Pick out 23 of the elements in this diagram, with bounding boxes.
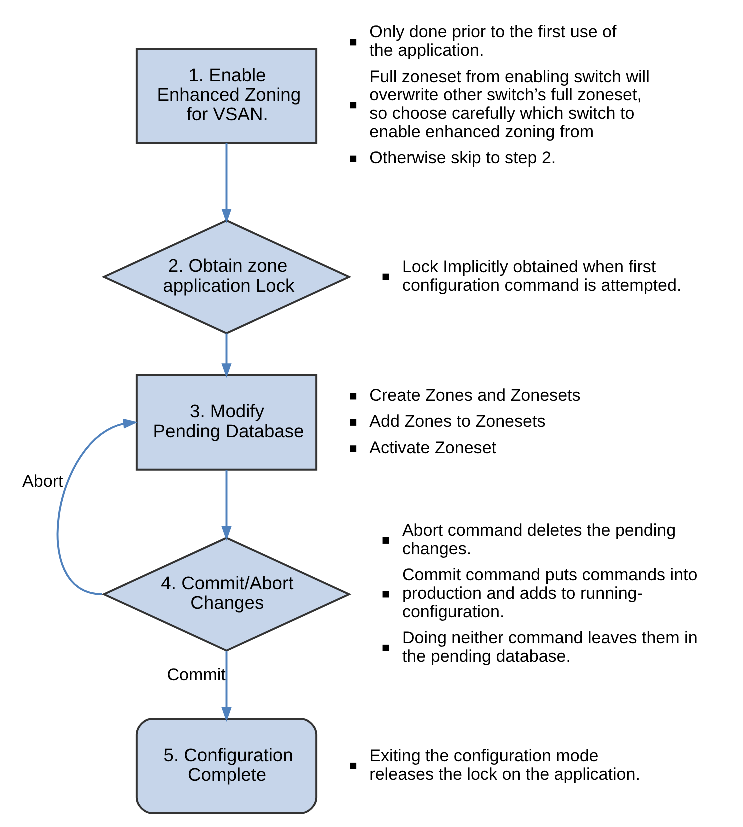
node-label: Lock Implicitly obtained when first configuration command is attempted.	[402, 257, 682, 295]
node-label: Create Zones and Zonesets	[370, 386, 581, 405]
node-label: Activate Zoneset	[370, 438, 497, 458]
node-label: Commit command puts commands into production and adds to running-configuration.	[402, 566, 698, 622]
edge-label: Abort	[22, 472, 64, 491]
node-box: 3. Modify Pending Database	[136, 374, 318, 471]
node-label: Only done prior to the first use of the application.	[370, 22, 617, 60]
node-label: Full zoneset from enabling switch will overwrite other switch’s full zoneset, so choose carefully which switch to enable enhanced zoning from	[370, 67, 650, 142]
node-label: Exiting the configuration mode releases the lock on the application.	[370, 746, 640, 784]
node-label: Doing neither command leaves them in the pending database.	[402, 628, 698, 666]
arrow	[222, 334, 232, 378]
node-label: Otherwise skip to step 2.	[370, 148, 556, 168]
arrow	[56, 418, 138, 596]
arrow	[222, 143, 232, 224]
edge-label: Commit	[167, 666, 226, 684]
node-box: 5. Configuration Complete	[136, 718, 318, 814]
node-diamond: 4. Commit/Abort Changes	[102, 536, 352, 652]
node-box: 1. Enable Enhanced Zoning for VSAN.	[136, 48, 318, 144]
node-diamond: 2. Obtain zone application Lock	[102, 220, 352, 335]
arrow	[222, 470, 232, 541]
node-label: Add Zones to Zonesets	[370, 412, 546, 432]
arrow	[222, 651, 232, 722]
node-label: Abort command deletes the pending changes.	[402, 520, 676, 558]
